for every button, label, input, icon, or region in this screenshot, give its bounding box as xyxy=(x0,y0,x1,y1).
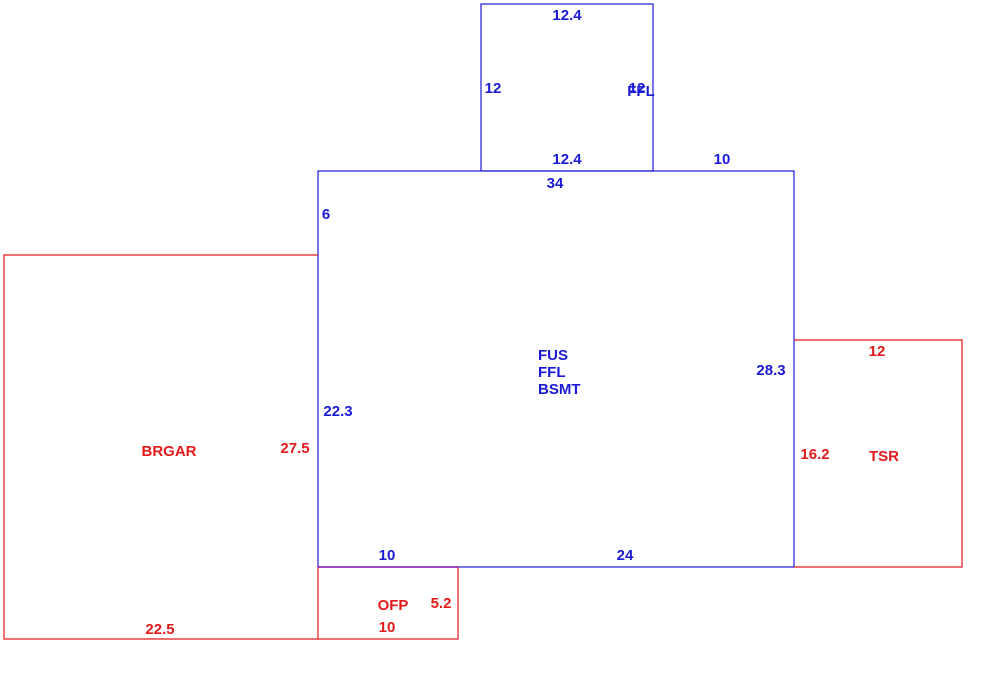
upper-room-code: FFL xyxy=(627,83,655,100)
garage-right-dimension: 27.5 xyxy=(280,440,309,457)
sunroom-code: TSR xyxy=(869,448,899,465)
main-house-top-right-dimension: 10 xyxy=(714,151,731,168)
garage-outline xyxy=(3,254,318,640)
porch-outline xyxy=(317,567,459,640)
main-house-bottom-right-dimension: 24 xyxy=(617,547,634,564)
main-house-right-dimension: 28.3 xyxy=(756,362,785,379)
upper-room-bottom-dimension: 12.4 xyxy=(552,151,582,168)
main-house-outline xyxy=(317,170,795,568)
upper-room-left-dimension: 12 xyxy=(485,80,502,97)
porch-bottom-dimension: 10 xyxy=(379,619,396,636)
porch-code: OFP xyxy=(378,597,409,614)
main-house-left-lower-dimension: 22.3 xyxy=(323,403,352,420)
sunroom-left-dimension: 16.2 xyxy=(800,446,829,463)
upper-room-top-dimension: 12.4 xyxy=(552,7,582,24)
main-house-code-2: FFL xyxy=(538,364,566,381)
main-house-bottom-left-dimension: 10 xyxy=(379,547,396,564)
sunroom-top-dimension: 12 xyxy=(869,343,886,360)
main-house-left-upper-dimension: 6 xyxy=(322,206,330,223)
main-house-top-dimension: 34 xyxy=(547,175,564,192)
main-house-code-1: FUS xyxy=(538,347,568,364)
main-house-code-3: BSMT xyxy=(538,381,581,398)
porch-right-dimension: 5.2 xyxy=(431,595,452,612)
garage-bottom-dimension: 22.5 xyxy=(145,621,174,638)
sunroom-outline xyxy=(794,339,963,568)
upper-room-overlap-dimension: 12 xyxy=(629,80,646,97)
garage-code: BRGAR xyxy=(142,443,197,460)
